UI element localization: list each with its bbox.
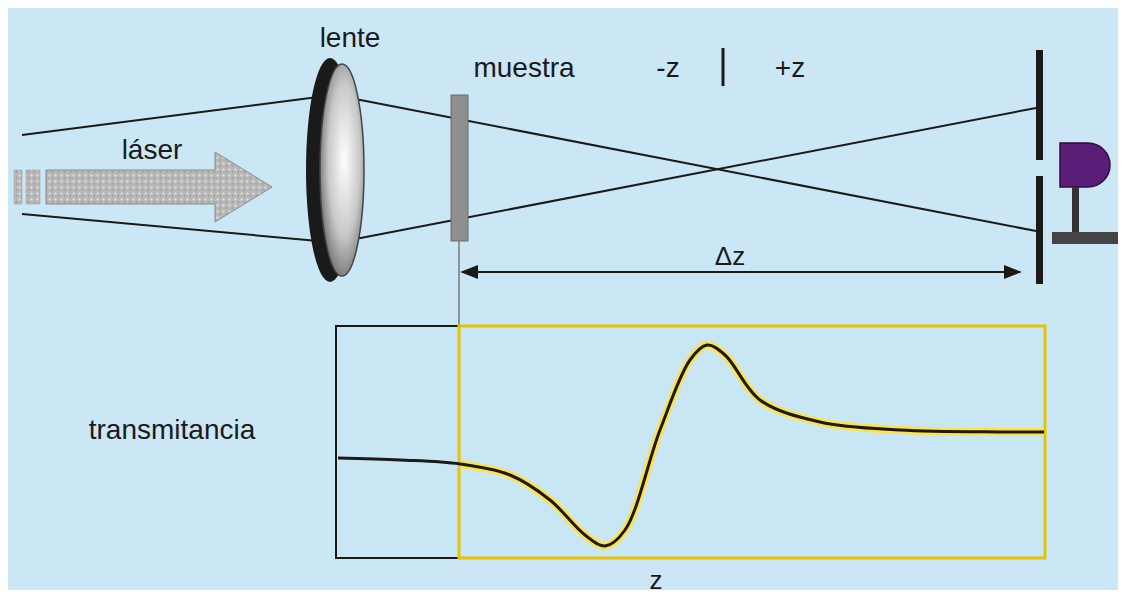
detector [1052, 143, 1118, 244]
axis-label: +z [775, 53, 805, 84]
laser-label: láser [122, 135, 183, 166]
lens [306, 58, 364, 282]
focus-divider [722, 48, 725, 86]
sample-guide [458, 241, 460, 327]
curve-halo [460, 345, 1044, 546]
axis-title: transmitancia [89, 415, 256, 446]
curve-line [338, 345, 1044, 546]
lens-label: lente [320, 23, 381, 54]
dimension-label: Δz [711, 242, 749, 271]
background [8, 8, 1118, 590]
sample [451, 95, 468, 241]
transmittance-curve [338, 345, 1044, 546]
axis-label: -z [656, 53, 679, 84]
axis-title: z [650, 566, 663, 595]
sample-label: muestra [473, 53, 574, 84]
beam-lines [22, 97, 1036, 241]
dimension-arrow [462, 271, 1020, 273]
plot-frame [459, 326, 1045, 558]
aperture [1036, 50, 1043, 284]
plot-frame-left [336, 326, 459, 558]
